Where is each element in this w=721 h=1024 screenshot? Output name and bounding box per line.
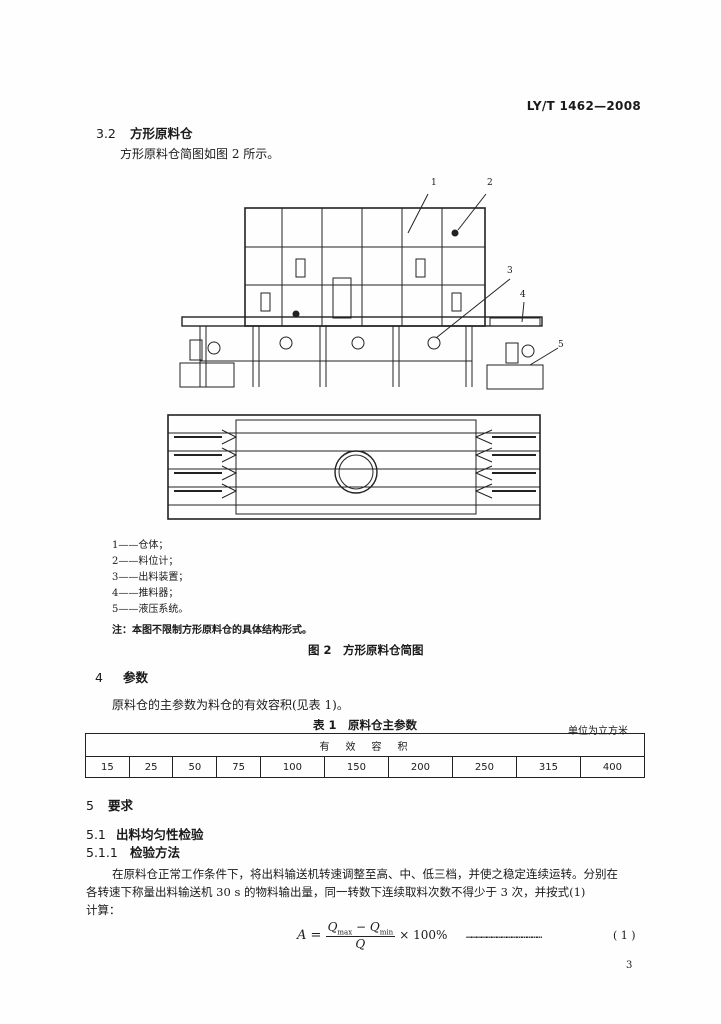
platform — [181, 316, 543, 327]
hydraulic-unit-left — [179, 362, 235, 388]
paragraph-line-1: 在原料仓正常工作条件下，将出料输送机转速调整至高、中、低三档，并使之稳定连续运转… — [112, 867, 618, 881]
table-cell: 315 — [515, 756, 581, 778]
section-title: 出料均匀性检验 — [116, 827, 204, 842]
legend-item-2: 2——料位计； — [112, 556, 179, 567]
table-header-row: 有 效 容 积 — [85, 733, 645, 757]
pusher — [489, 317, 541, 327]
q-max-sub: max — [337, 928, 353, 937]
figure-caption: 图 2 方形原料仓简图 — [308, 643, 424, 657]
outlet-opening — [334, 450, 378, 494]
formula-leader: ……………………………………… — [466, 930, 542, 941]
section-number: 5.1.1 — [86, 845, 118, 860]
hydraulic-unit-right — [486, 364, 544, 390]
paragraph-line-3: 计算： — [86, 903, 121, 917]
table-row: 15 25 50 75 100 150 200 250 315 400 — [85, 756, 646, 778]
page-number: 3 — [626, 960, 633, 971]
formula-fraction: Qmax − Qmin Q — [325, 920, 396, 952]
table-unit: 单位为立方米 — [568, 726, 628, 737]
section-number: 5 — [86, 798, 94, 813]
section-title: 参数 — [123, 670, 149, 685]
section-title: 检验方法 — [130, 845, 181, 860]
section-title: 要求 — [108, 798, 134, 813]
section-intro: 方形原料仓简图如图 2 所示。 — [120, 147, 280, 161]
section-number: 5.1 — [86, 827, 106, 842]
denominator: Q — [355, 937, 366, 952]
legend-item-4: 4——推料器； — [112, 588, 179, 599]
table-cell: 50 — [172, 756, 218, 778]
callout-3: 3 — [507, 266, 513, 276]
callout-4: 4 — [520, 290, 526, 300]
table-cell: 100 — [259, 756, 325, 778]
legend-item-3: 3——出料装置； — [112, 572, 189, 583]
q-min: Q — [369, 920, 380, 934]
q-min-sub: min — [379, 928, 394, 937]
table-header-cell: 有 效 容 积 — [85, 733, 645, 757]
level-gauge — [295, 258, 306, 278]
section-heading-5-1: 5.1 出料均匀性检验 — [86, 824, 204, 843]
section-heading-5: 5 要求 — [86, 795, 133, 814]
figure-note: 注：本图不限制方形原料仓的具体结构形式。 — [112, 625, 312, 636]
table-cell: 200 — [387, 756, 453, 778]
formula: A = Qmax − Qmin Q × 100% — [297, 920, 447, 951]
figure-2-drawing — [167, 193, 559, 520]
q-max: Q — [327, 920, 338, 934]
formula-lhs: A = — [297, 928, 322, 944]
section-4-body: 原料仓的主参数为料仓的有效容积(见表 1)。 — [112, 698, 349, 712]
section-number: 3.2 — [96, 126, 116, 141]
callout-2: 2 — [487, 178, 493, 188]
table-cell: 150 — [323, 756, 389, 778]
discharge-device — [279, 336, 293, 350]
table-cell: 25 — [128, 756, 174, 778]
callout-5: 5 — [558, 340, 564, 350]
parameter-table: 有 效 容 积 15 25 50 75 100 150 200 250 315 … — [85, 733, 646, 778]
standard-code: LY/T 1462—2008 — [526, 99, 641, 113]
table-caption: 表 1 原料仓主参数 — [313, 718, 418, 732]
bin-body — [244, 207, 486, 327]
section-heading-3-2: 3.2 方形原料仓 — [96, 123, 193, 142]
paragraph-line-2: 各转速下称量出料输送机 30 s 的物料输出量，同一转数下连续取料次数不得少于 … — [86, 885, 586, 899]
legend-item-1: 1——仓体； — [112, 540, 169, 551]
table-cell: 15 — [85, 756, 130, 778]
minus-sign: − — [352, 920, 370, 934]
plan-view — [167, 414, 541, 520]
section-heading-4: 4 参数 — [95, 667, 148, 686]
equation-number: ( 1 ) — [613, 929, 636, 942]
section-heading-5-1-1: 5.1.1 检验方法 — [86, 842, 180, 861]
callout-1: 1 — [431, 178, 437, 188]
section-title: 方形原料仓 — [130, 126, 193, 141]
formula-times: × 100% — [399, 928, 448, 943]
section-number: 4 — [95, 670, 103, 685]
table-cell: 250 — [451, 756, 517, 778]
table-cell: 75 — [216, 756, 261, 778]
table-cell: 400 — [579, 756, 646, 778]
legend-item-5: 5——液压系统。 — [112, 604, 189, 615]
